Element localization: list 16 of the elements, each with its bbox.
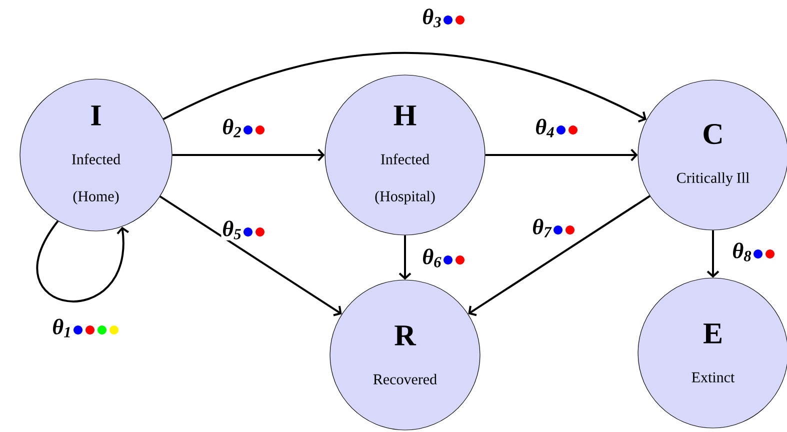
edge-label: θ$_{7}$: [531, 218, 553, 238]
edge-label: θ$_{8}$: [731, 242, 753, 262]
edge-label: θ$_{2}$: [221, 118, 243, 138]
edge-label: θ$_{6}$: [421, 248, 443, 268]
edge-label: θ$_{5}$: [221, 220, 243, 240]
edge-label: θ$_{1}$: [51, 318, 73, 338]
arrow: [706, 230, 720, 278]
arrow: [36, 220, 129, 302]
arrow: [160, 196, 342, 316]
arrow: [468, 195, 650, 316]
arrow: [172, 148, 325, 162]
edge-label: θ$_{3}$: [421, 8, 443, 28]
edge-label: θ$_{4}$: [534, 118, 556, 138]
arrow: [398, 235, 412, 280]
arrow: [485, 148, 638, 162]
arrow: [162, 52, 647, 122]
